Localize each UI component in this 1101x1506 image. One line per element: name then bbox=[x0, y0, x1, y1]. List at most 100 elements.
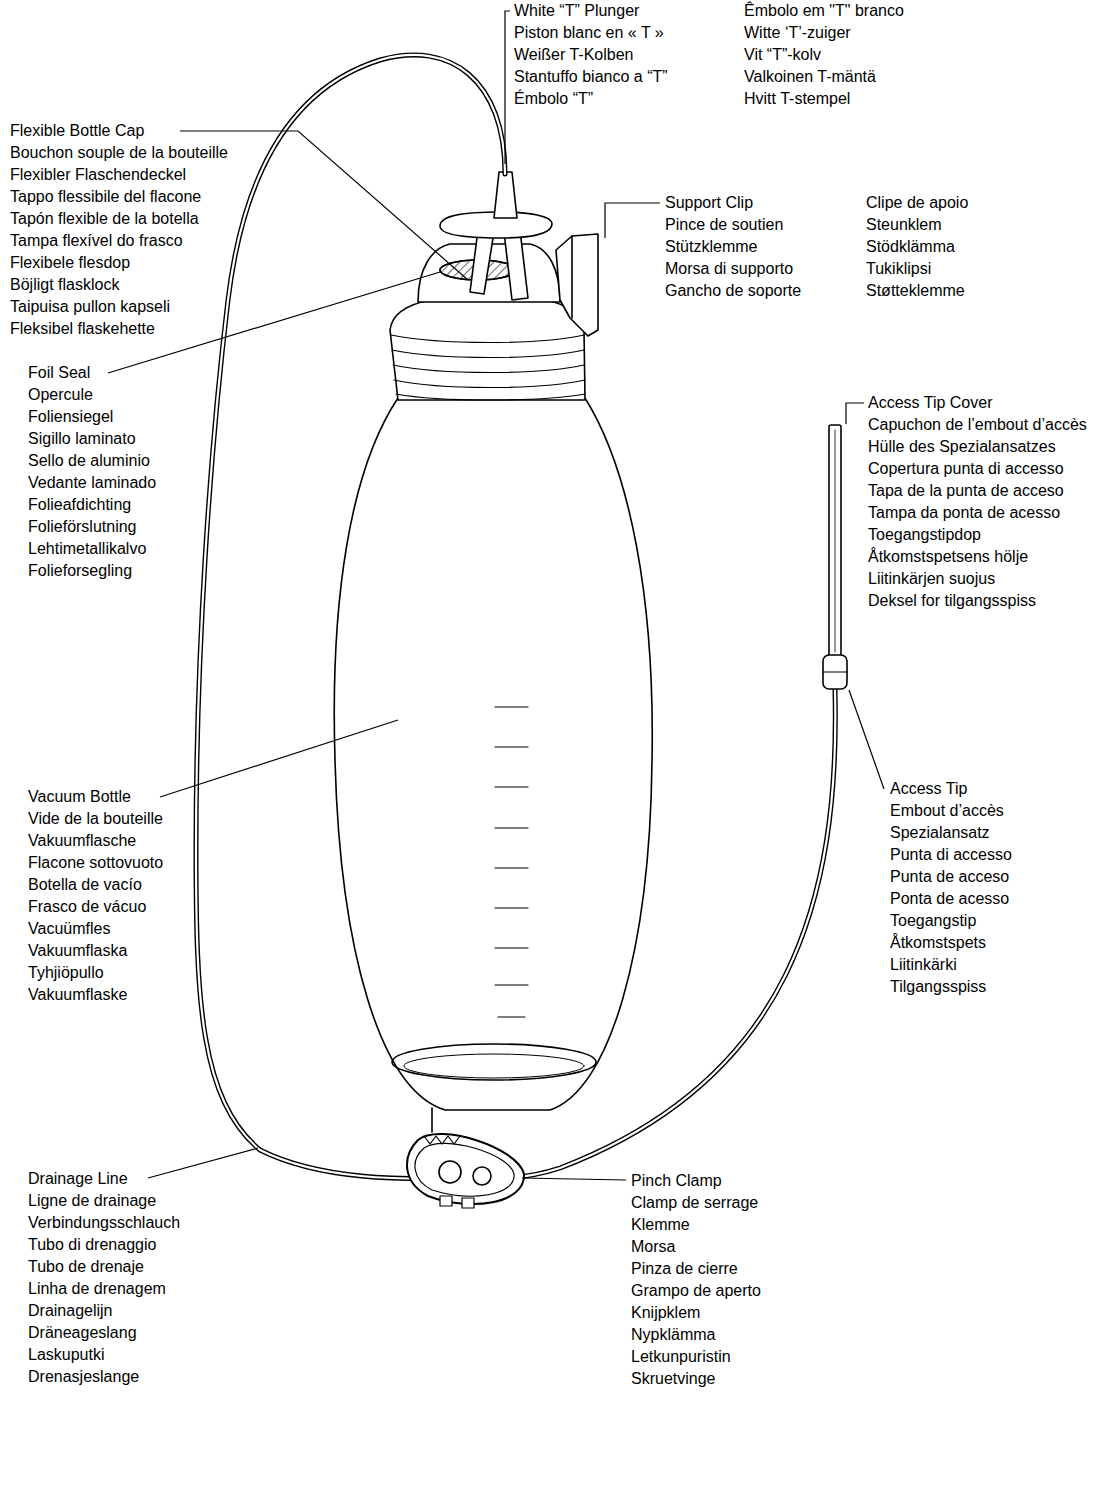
part-label: Tapón flexible de la botella bbox=[10, 208, 199, 230]
part-label: Tubo de drenaje bbox=[28, 1256, 144, 1278]
part-label: Morsa di supporto bbox=[665, 258, 793, 280]
part-label: Valkoinen T-mäntä bbox=[744, 66, 876, 88]
part-label: Spezialansatz bbox=[890, 822, 990, 844]
part-label: Flexible Bottle Cap bbox=[10, 120, 144, 142]
leader-lines bbox=[108, 11, 884, 1180]
pinch-clamp bbox=[407, 1108, 524, 1208]
part-label: Punta de acceso bbox=[890, 866, 1009, 888]
part-label: Piston blanc en « T » bbox=[514, 22, 664, 44]
part-label: Bouchon souple de la bouteille bbox=[10, 142, 228, 164]
part-label: Støtteklemme bbox=[866, 280, 965, 302]
part-label: Punta di accesso bbox=[890, 844, 1012, 866]
part-label: Laskuputki bbox=[28, 1344, 105, 1366]
part-label: Capuchon de l’embout d’accès bbox=[868, 414, 1087, 436]
part-label: Clipe de apoio bbox=[866, 192, 968, 214]
part-label: Frasco de vácuo bbox=[28, 896, 146, 918]
part-label: Liitinkärki bbox=[890, 954, 957, 976]
part-label: Access Tip Cover bbox=[868, 392, 992, 414]
part-label: Foliensiegel bbox=[28, 406, 113, 428]
part-label: Hülle des Spezialansatzes bbox=[868, 436, 1056, 458]
part-label: Böjligt flasklock bbox=[10, 274, 119, 296]
support-clip bbox=[556, 234, 598, 336]
part-label: Linha de drenagem bbox=[28, 1278, 166, 1300]
part-label: Clamp de serrage bbox=[631, 1192, 758, 1214]
part-label: Verbindungsschlauch bbox=[28, 1212, 180, 1234]
part-label: Flexibele flesdop bbox=[10, 252, 130, 274]
part-label: Letkunpuristin bbox=[631, 1346, 731, 1368]
part-label: Vide de la bouteille bbox=[28, 808, 163, 830]
part-label: Êmbolo em "T" branco bbox=[744, 0, 904, 22]
neck-threads bbox=[391, 335, 585, 400]
part-label: Opercule bbox=[28, 384, 93, 406]
part-label: Pinch Clamp bbox=[631, 1170, 722, 1192]
bottle-base bbox=[404, 1054, 584, 1078]
part-label: Knijpklem bbox=[631, 1302, 700, 1324]
part-label: White “T” Plunger bbox=[514, 0, 639, 22]
t-plunger-leg bbox=[504, 230, 528, 300]
part-label: Vit “T”-kolv bbox=[744, 44, 821, 66]
bottle-base bbox=[392, 1044, 596, 1080]
part-label: Tubo di drenaggio bbox=[28, 1234, 156, 1256]
part-label: Vakuumflaske bbox=[28, 984, 127, 1006]
part-label: Steunklem bbox=[866, 214, 942, 236]
part-label: Tapa de la punta de acceso bbox=[868, 480, 1064, 502]
part-label: Toegangstipdop bbox=[868, 524, 981, 546]
part-label: Tampa flexível do frasco bbox=[10, 230, 183, 252]
part-label: Drainage Line bbox=[28, 1168, 128, 1190]
drainage-tube bbox=[470, 690, 835, 1179]
part-label: Åtkomstspetsens hölje bbox=[868, 546, 1028, 568]
part-label: Lehtimetallikalvo bbox=[28, 538, 146, 560]
part-label: Botella de vacío bbox=[28, 874, 142, 896]
part-label: Nypklämma bbox=[631, 1324, 715, 1346]
part-label: Pince de soutien bbox=[665, 214, 783, 236]
part-label: Klemme bbox=[631, 1214, 690, 1236]
part-label: Witte ‘T’-zuiger bbox=[744, 22, 851, 44]
part-label: Deksel for tilgangsspiss bbox=[868, 590, 1036, 612]
part-label: Åtkomstspets bbox=[890, 932, 986, 954]
part-label: Ligne de drainage bbox=[28, 1190, 156, 1212]
part-label: Stützklemme bbox=[665, 236, 757, 258]
part-label: Émbolo “T” bbox=[514, 88, 593, 110]
part-label: Sigillo laminato bbox=[28, 428, 136, 450]
graduation-marks bbox=[495, 707, 528, 1017]
part-label: Ponta de acesso bbox=[890, 888, 1009, 910]
part-label: Drenasjeslange bbox=[28, 1366, 139, 1388]
bottle-neck bbox=[390, 300, 585, 400]
part-label: Stantuffo bianco a “T” bbox=[514, 66, 668, 88]
part-label: Morsa bbox=[631, 1236, 675, 1258]
part-label: Folieafdichting bbox=[28, 494, 131, 516]
part-label: Dräneageslang bbox=[28, 1322, 137, 1344]
part-label: Stödklämma bbox=[866, 236, 955, 258]
part-label: Grampo de aperto bbox=[631, 1280, 761, 1302]
part-label: Taipuisa pullon kapseli bbox=[10, 296, 170, 318]
part-label: Toegangstip bbox=[890, 910, 976, 932]
drainage-tube bbox=[196, 55, 505, 1179]
vacuum-bottle bbox=[334, 398, 652, 1110]
part-label: Tyhjiöpullo bbox=[28, 962, 104, 984]
t-plunger-leg bbox=[470, 230, 494, 294]
access-tip bbox=[823, 655, 847, 689]
part-label: Hvitt T-stempel bbox=[744, 88, 850, 110]
part-label: Vacuum Bottle bbox=[28, 786, 131, 808]
part-label: Folieförslutning bbox=[28, 516, 137, 538]
part-label: Folieforsegling bbox=[28, 560, 132, 582]
part-label: Tappo flessibile del flacone bbox=[10, 186, 201, 208]
part-label: Vakuumflasche bbox=[28, 830, 136, 852]
part-label: Weißer T-Kolben bbox=[514, 44, 633, 66]
part-label: Fleksibel flaskehette bbox=[10, 318, 155, 340]
part-label: Vacuümfles bbox=[28, 918, 110, 940]
part-label: Pinza de cierre bbox=[631, 1258, 738, 1280]
part-label: Vedante laminado bbox=[28, 472, 156, 494]
part-label: Embout d’accès bbox=[890, 800, 1004, 822]
part-label: Drainagelijn bbox=[28, 1300, 113, 1322]
part-label: Liitinkärjen suojus bbox=[868, 568, 995, 590]
part-label: Tilgangsspiss bbox=[890, 976, 986, 998]
part-label: Tampa da ponta de acesso bbox=[868, 502, 1060, 524]
part-label: Skruetvinge bbox=[631, 1368, 716, 1390]
part-label: Vakuumflaska bbox=[28, 940, 127, 962]
part-label: Flacone sottovuoto bbox=[28, 852, 163, 874]
part-label: Access Tip bbox=[890, 778, 967, 800]
part-label: Sello de aluminio bbox=[28, 450, 150, 472]
part-label: Copertura punta di accesso bbox=[868, 458, 1064, 480]
